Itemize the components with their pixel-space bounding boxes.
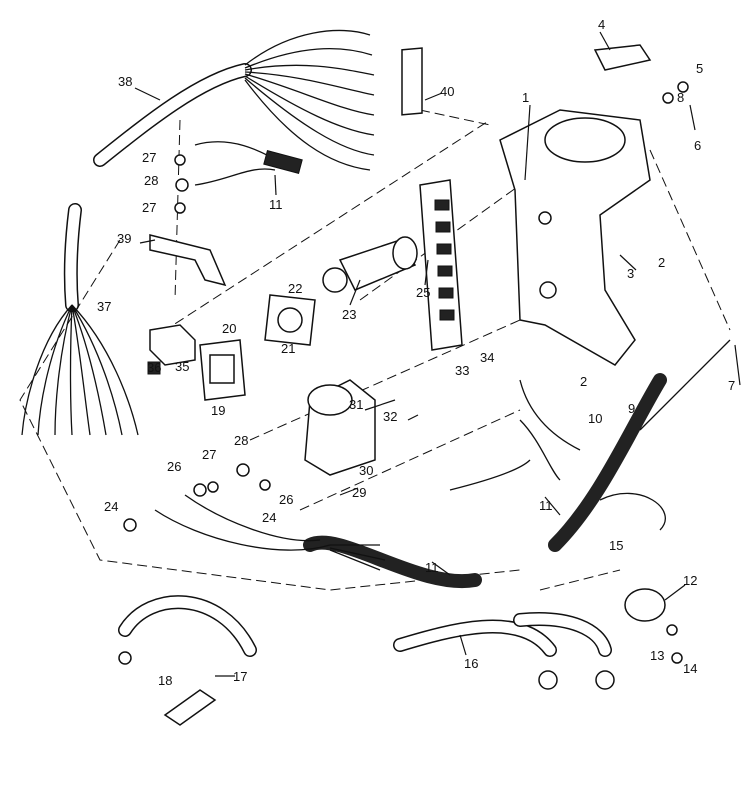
- callout-23: 23: [342, 307, 356, 322]
- part-36: [147, 361, 161, 375]
- callout-18: 18: [158, 673, 172, 688]
- callout-2b: 2: [580, 374, 587, 389]
- callout-17: 17: [233, 669, 247, 684]
- callout-22: 22: [288, 281, 302, 296]
- callout-21: 21: [281, 341, 295, 356]
- callout-38: 38: [118, 74, 132, 89]
- callout-16: 16: [464, 656, 478, 671]
- key-ring-22: [322, 267, 348, 293]
- capacitor-12: [624, 588, 666, 622]
- callout-39: 39: [117, 231, 131, 246]
- callout-11b: 11: [539, 498, 553, 513]
- callout-14: 14: [683, 661, 697, 676]
- callout-34: 34: [480, 350, 494, 365]
- callout-36: 36: [147, 360, 161, 375]
- callout-31: 31: [349, 397, 363, 412]
- callout-labels: 1 2 3 4 5 6 7 8 9 10 11 11 11 12 13 14 1…: [97, 17, 735, 688]
- leader-lines: [134, 31, 741, 677]
- callout-27a: 27: [142, 150, 156, 165]
- callout-1: 1: [522, 90, 529, 105]
- callout-28b: 28: [234, 433, 248, 448]
- callout-27b: 27: [142, 200, 156, 215]
- callout-26b: 26: [279, 492, 293, 507]
- callout-4: 4: [598, 17, 605, 32]
- callout-5: 5: [696, 61, 703, 76]
- callout-7: 7: [728, 378, 735, 393]
- lead-connector: [263, 149, 303, 175]
- nut-28: [175, 178, 189, 192]
- callout-19: 19: [211, 403, 225, 418]
- callout-25: 25: [416, 285, 430, 300]
- wire-harness-left: [21, 203, 139, 436]
- callout-28a: 28: [144, 173, 158, 188]
- callout-13: 13: [650, 648, 664, 663]
- callout-20: 20: [222, 321, 236, 336]
- callout-24a: 24: [104, 499, 118, 514]
- callout-27c: 27: [202, 447, 216, 462]
- callout-10: 10: [588, 411, 602, 426]
- callout-12: 12: [683, 573, 697, 588]
- washer-27b: [174, 202, 186, 214]
- washer-8: [662, 92, 674, 104]
- bracket-39: [149, 234, 227, 287]
- callout-11c: 11: [425, 560, 439, 575]
- callout-29: 29: [352, 485, 366, 500]
- terminal-screws: [434, 199, 455, 321]
- washer-5: [677, 81, 689, 93]
- circuit-breaker-35: [149, 324, 196, 366]
- assembly-lines: [19, 109, 731, 591]
- callout-40: 40: [440, 84, 454, 99]
- callout-24b: 24: [262, 510, 276, 525]
- switch-4: [593, 44, 652, 71]
- washer-27: [174, 154, 186, 166]
- callout-35: 35: [175, 359, 189, 374]
- callout-26a: 26: [167, 459, 181, 474]
- callout-6: 6: [694, 138, 701, 153]
- callout-15: 15: [609, 538, 623, 553]
- callout-33: 33: [455, 363, 469, 378]
- terminal-block-33: [419, 179, 463, 351]
- callout-30: 30: [359, 463, 373, 478]
- nut-24: [123, 518, 137, 532]
- decal-40: [401, 47, 423, 116]
- callout-11a: 11: [269, 197, 283, 212]
- callout-2: 2: [658, 255, 665, 270]
- clip-18: [163, 689, 217, 726]
- callout-37: 37: [97, 299, 111, 314]
- main-bracket-1: [499, 109, 651, 366]
- callout-8: 8: [677, 90, 684, 105]
- callout-3: 3: [627, 266, 634, 281]
- callout-32: 32: [383, 409, 397, 424]
- callout-9: 9: [628, 401, 635, 416]
- wire-harness-38: [93, 29, 375, 171]
